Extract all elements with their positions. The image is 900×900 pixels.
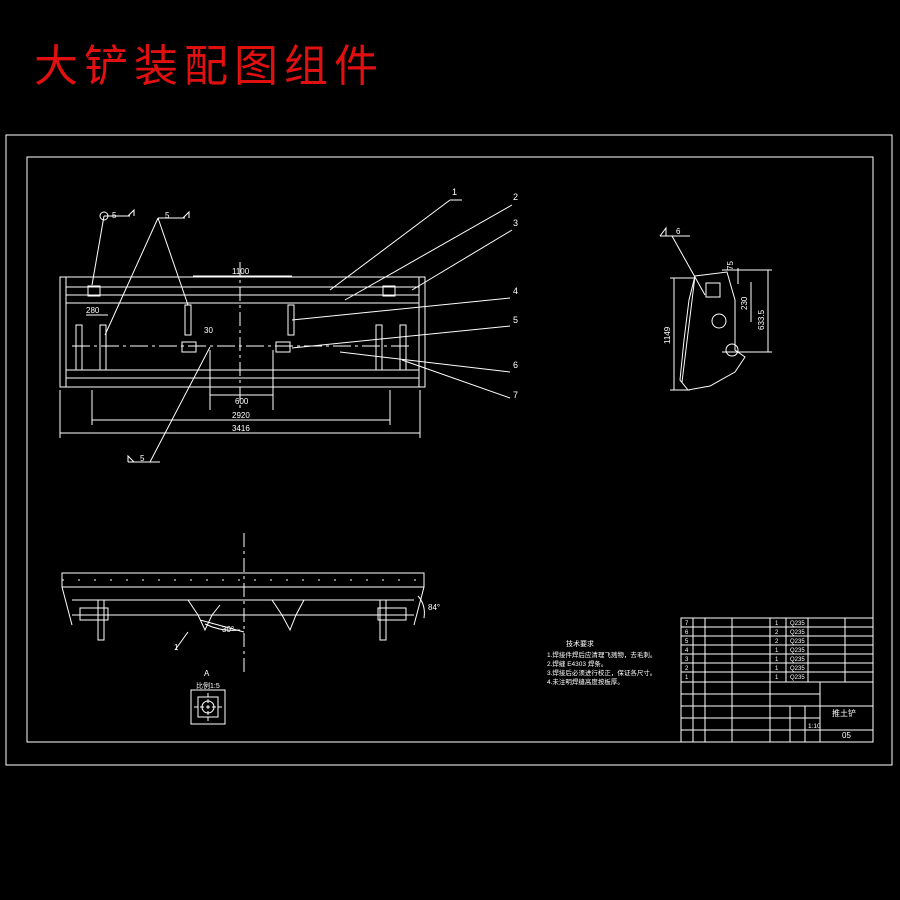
notes-heading: 技术要求 <box>566 639 594 648</box>
side-dim-top: 75 <box>726 261 735 270</box>
tb-qty-3: 2 <box>775 639 779 645</box>
front-view <box>59 199 513 463</box>
tb-part-name: 推土铲 <box>832 708 856 718</box>
balloon-6: 6 <box>513 360 518 370</box>
dim-small: 30 <box>204 326 213 335</box>
side-view <box>660 235 772 391</box>
detail-scale: 比例1:5 <box>196 681 220 690</box>
tb-qty-5: 1 <box>775 657 779 663</box>
balloon-4: 4 <box>513 286 518 296</box>
weld-symbol-2: 5 <box>165 211 170 220</box>
side-dim-mid: 230 <box>740 296 749 310</box>
tb-qty-1: 1 <box>775 621 779 627</box>
dim-top-span: 1100 <box>232 267 250 276</box>
balloon-5: 5 <box>513 315 518 325</box>
tb-mat-4: Q235 <box>790 648 805 654</box>
note-4: 4.未注明焊缝高度按板厚。 <box>547 677 624 686</box>
outer-frame <box>5 134 893 766</box>
weld-symbol-1: 5 <box>112 211 117 220</box>
tb-row-num-6: 2 <box>685 666 689 672</box>
dim-center-span: 600 <box>235 397 249 406</box>
side-dim-height: 1149 <box>663 326 672 344</box>
tb-mat-2: Q235 <box>790 630 805 636</box>
side-dim-right: 633.5 <box>757 309 766 330</box>
tb-mat-3: Q235 <box>790 639 805 645</box>
page-title: 大铲装配图组件 <box>34 41 384 92</box>
detail-label: A <box>204 669 210 678</box>
tb-row-num-5: 3 <box>685 657 689 663</box>
balloon-2: 2 <box>513 192 518 202</box>
angle-center: 30° <box>222 625 234 634</box>
dim-left-offset: 280 <box>86 306 100 315</box>
weld-symbol-3: 5 <box>140 454 145 463</box>
balloon-7: 7 <box>513 390 518 400</box>
tb-row-num-3: 5 <box>685 639 689 645</box>
detail-a <box>190 689 226 725</box>
tb-row-num-2: 6 <box>685 630 689 636</box>
note-2: 2.焊缝 E4303 焊条。 <box>547 659 607 668</box>
balloon-1: 1 <box>452 187 457 197</box>
tb-qty-6: 1 <box>775 666 779 672</box>
bottom-label: 1 <box>174 643 179 652</box>
tb-qty-2: 2 <box>775 630 779 636</box>
balloon-3: 3 <box>513 218 518 228</box>
title-block-grid <box>680 617 874 743</box>
tb-row-num-7: 1 <box>685 675 689 681</box>
note-3: 3.焊接后必须进行校正，保证各尺寸。 <box>547 668 656 677</box>
dim-overall: 3416 <box>232 424 250 433</box>
tb-mat-5: Q235 <box>790 657 805 663</box>
tb-mat-1: Q235 <box>790 621 805 627</box>
tb-row-num-1: 7 <box>685 621 689 627</box>
tb-mat-7: Q235 <box>790 675 805 681</box>
tb-scale: 1:10 <box>808 723 821 730</box>
inner-frame <box>26 156 874 743</box>
side-label: 6 <box>676 227 681 236</box>
weld-marks <box>99 208 667 463</box>
tb-row-num-4: 4 <box>685 648 689 654</box>
tb-qty-4: 1 <box>775 648 779 654</box>
angle-right: 84° <box>428 603 440 612</box>
tb-mat-6: Q235 <box>790 666 805 672</box>
bottom-view <box>61 533 425 672</box>
tb-code: 05 <box>842 731 851 740</box>
tb-qty-7: 1 <box>775 675 779 681</box>
dim-inner-span: 2920 <box>232 411 250 420</box>
note-1: 1.焊接件焊后应清理飞溅物，去毛刺。 <box>547 650 656 659</box>
